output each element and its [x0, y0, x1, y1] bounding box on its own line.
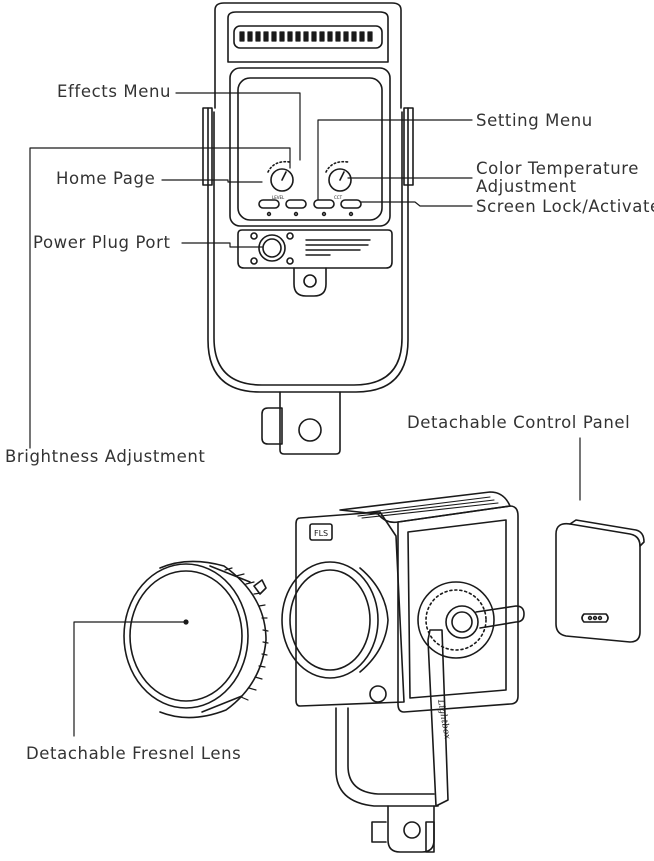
- rear-control-panel: LEVEL CCT: [258, 160, 362, 217]
- fresnel-lens: [123, 560, 269, 719]
- home-page-label: Home Page: [56, 169, 156, 188]
- brightness-adjustment-label: Brightness Adjustment: [5, 447, 206, 466]
- light-body-perspective: FLS Lightbox: [281, 491, 525, 853]
- leader-lines-top: [29, 92, 473, 449]
- color-temperature-label-line2: Adjustment: [476, 177, 577, 196]
- vent-slots: [239, 31, 373, 42]
- detachable-control-panel: [555, 519, 645, 643]
- spec-text-lines: [305, 239, 371, 256]
- rear-view-light: LEVEL CCT: [202, 2, 414, 455]
- detachable-fresnel-lens-label: Detachable Fresnel Lens: [26, 744, 242, 763]
- power-plug-port-label: Power Plug Port: [33, 233, 171, 252]
- lens-grip-ridges: [224, 567, 269, 701]
- knob-left-marking: LEVEL: [272, 195, 285, 200]
- setting-menu-label: Setting Menu: [476, 111, 593, 130]
- knob-right-marking: CCT: [334, 195, 343, 200]
- leader-lines-bottom: [73, 437, 581, 737]
- screen-lock-label: Screen Lock/Activate: [476, 197, 654, 216]
- detachable-control-panel-label: Detachable Control Panel: [407, 413, 631, 432]
- effects-menu-label: Effects Menu: [57, 82, 172, 101]
- brand-marking: Lightbox: [435, 698, 452, 740]
- power-plug-port: [250, 232, 294, 265]
- color-temperature-label: Color Temperature: [476, 159, 640, 178]
- fls-badge: FLS: [314, 529, 328, 538]
